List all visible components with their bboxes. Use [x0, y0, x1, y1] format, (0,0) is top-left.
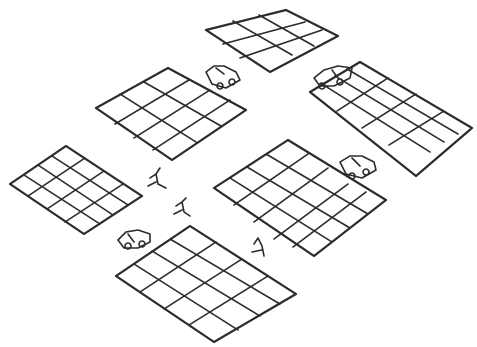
- grid-left: [10, 146, 142, 234]
- grid-upper-left: [96, 68, 246, 160]
- grid-bottom: [116, 226, 296, 342]
- car-icon: [118, 230, 150, 249]
- person-icon: [174, 198, 190, 216]
- person-icon: [148, 168, 166, 188]
- grid-top: [206, 10, 338, 72]
- person-icon: [252, 238, 264, 256]
- grid-center-right: [214, 140, 386, 256]
- grid-upper-right: [310, 62, 472, 176]
- car-icon: [206, 66, 240, 89]
